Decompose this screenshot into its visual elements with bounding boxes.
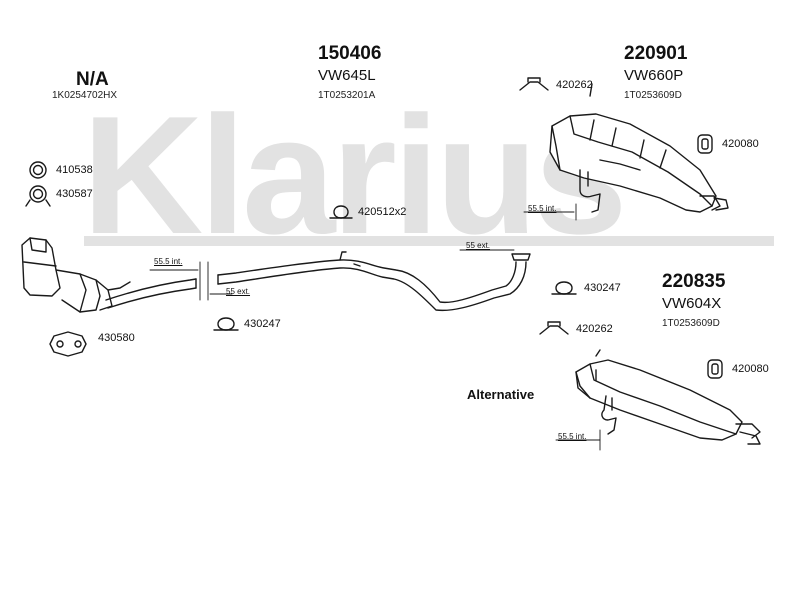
alternative-silencer-drawing [575, 349, 761, 445]
dim-rear-inlet: 55.5 int. [528, 204, 557, 213]
bracket-icon-420262-a [519, 77, 549, 91]
dim-alternative-inlet: 55.5 int. [558, 432, 587, 441]
hanger-icon-420080-b [707, 359, 723, 379]
hanger-icon-420512 [329, 205, 353, 219]
part-420080-b: 420080 [732, 363, 769, 375]
part-430580: 430580 [98, 332, 135, 344]
part-430587: 430587 [56, 188, 93, 200]
group-code-220901: 220901 [624, 43, 688, 64]
oem-number-na: 1K0254702HX [52, 90, 118, 101]
bracket-icon-420262-b [539, 321, 569, 335]
oem-number-150406: 1T0253201A [318, 90, 376, 101]
hanger-icon-430247-b [551, 281, 577, 295]
part-420262-b: 420262 [576, 323, 613, 335]
oem-number-220835: 1T0253609D [662, 318, 720, 329]
group-code-150406: 150406 [318, 43, 382, 64]
hanger-icon-430247-a [213, 317, 239, 331]
part-430247-a: 430247 [244, 318, 281, 330]
dimension-mark-alternative [555, 429, 601, 451]
gasket-icon-430580 [49, 331, 87, 357]
part-420080-a: 420080 [722, 138, 759, 150]
model-220901: VW660P [624, 67, 684, 84]
model-150406: VW645L [318, 67, 376, 84]
dimension-mark-rear [523, 203, 577, 221]
part-410538: 410538 [56, 164, 93, 176]
dim-front-outlet: 55 ext. [226, 287, 251, 296]
rear-silencer-drawing [549, 83, 729, 213]
watermark-underline [84, 236, 774, 246]
ring-icon-430587 [25, 185, 51, 207]
part-430247-b: 430247 [584, 282, 621, 294]
front-pipe-drawing [105, 251, 531, 312]
model-220835: VW604X [662, 295, 722, 312]
hanger-icon-420080-a [697, 134, 713, 154]
dim-front-inlet: 55.5 int. [154, 257, 183, 266]
part-420262-a: 420262 [556, 79, 593, 91]
dim-center-pipe-end: 55 ext. [466, 241, 491, 250]
group-code-na: N/A [76, 69, 109, 90]
alternative-label: Alternative [467, 387, 535, 402]
klarius-watermark: Klarius [82, 100, 628, 250]
ring-icon-410538 [29, 161, 47, 179]
dimension-marks-front [149, 249, 515, 301]
group-code-220835: 220835 [662, 271, 726, 292]
catalytic-converter-drawing [21, 237, 131, 313]
oem-number-220901: 1T0253609D [624, 90, 682, 101]
part-420512x2: 420512x2 [358, 206, 407, 218]
